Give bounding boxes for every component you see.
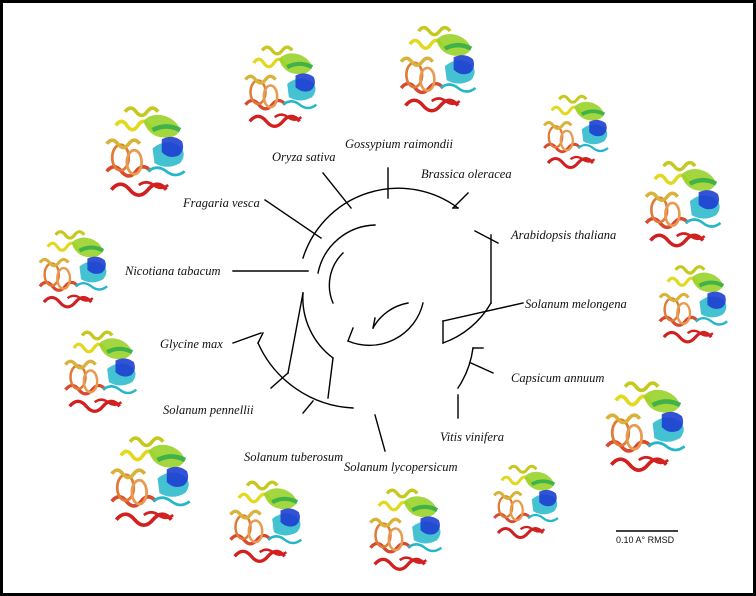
taxon-label-brassica-oleracea: Brassica oleracea bbox=[421, 167, 512, 181]
tree-branches bbox=[232, 167, 524, 452]
branch-arc-upper bbox=[302, 187, 459, 259]
taxon-label-capsicum-annuum: Capsicum annuum bbox=[511, 371, 605, 385]
protein-structure-image-7 bbox=[657, 264, 730, 344]
protein-structure-image-5 bbox=[646, 163, 720, 246]
taxon-label-fragaria-vesca: Fragaria vesca bbox=[183, 196, 260, 210]
branch-arc-lower bbox=[257, 342, 354, 409]
taxon-label-gossypium-raimondii: Gossypium raimondii bbox=[345, 137, 453, 151]
protein-structure-image-12 bbox=[371, 490, 442, 569]
branch-pennellii bbox=[270, 372, 289, 389]
protein-structure-image-13 bbox=[492, 464, 560, 540]
taxon-label-nicotiana-tabacum: Nicotiana tabacum bbox=[125, 264, 221, 278]
protein-structure-image-10 bbox=[112, 438, 190, 525]
taxon-label-vitis-vinifera: Vitis vinifera bbox=[440, 430, 504, 444]
branch-inner-1 bbox=[317, 224, 376, 274]
taxon-label-solanum-melongena: Solanum melongena bbox=[525, 297, 627, 311]
branch-inner-2 bbox=[328, 252, 344, 304]
taxon-label-oryza-sativa: Oryza sativa bbox=[272, 150, 336, 164]
taxon-label-arabidopsis-thaliana: Arabidopsis thaliana bbox=[511, 228, 617, 242]
branch-fragaria bbox=[264, 199, 322, 239]
taxon-label-glycine-max: Glycine max bbox=[160, 337, 223, 351]
branch-melongena bbox=[442, 302, 524, 322]
branch-inner-5 bbox=[347, 302, 424, 347]
branch-glycine bbox=[232, 332, 262, 344]
branch-inner-3 bbox=[372, 302, 409, 329]
protein-structure-image-11 bbox=[231, 482, 302, 561]
taxon-label-solanum-tuberosum: Solanum tuberosum bbox=[244, 450, 344, 464]
taxon-label-solanum-lycopersicum: Solanum lycopersicum bbox=[344, 460, 458, 474]
protein-structure-image-8 bbox=[66, 332, 137, 411]
branch-inner-4 bbox=[302, 292, 334, 359]
protein-structure-image-6 bbox=[37, 229, 110, 309]
protein-structure-image-3 bbox=[401, 28, 475, 111]
branch-tuberosum bbox=[302, 400, 314, 414]
phylogenetic-tree-figure bbox=[37, 3, 730, 593]
protein-structure-image-2 bbox=[246, 47, 317, 126]
scale-bar-label: 0.10 A° RMSD bbox=[616, 535, 675, 545]
branch-capsicum bbox=[470, 362, 494, 374]
protein-structure-image-1 bbox=[107, 108, 185, 195]
branch-oryza bbox=[322, 172, 352, 209]
branch-brassica bbox=[452, 192, 469, 209]
protein-structure-image-9 bbox=[607, 383, 685, 470]
branch-arabidopsis bbox=[474, 230, 499, 244]
branch-lycopersicum bbox=[374, 414, 386, 452]
branch-arc-right bbox=[442, 302, 492, 344]
taxon-label-solanum-pennellii: Solanum pennellii bbox=[163, 403, 254, 417]
branch-arc-lower-right bbox=[457, 347, 474, 389]
protein-structure-image-4 bbox=[542, 94, 610, 170]
